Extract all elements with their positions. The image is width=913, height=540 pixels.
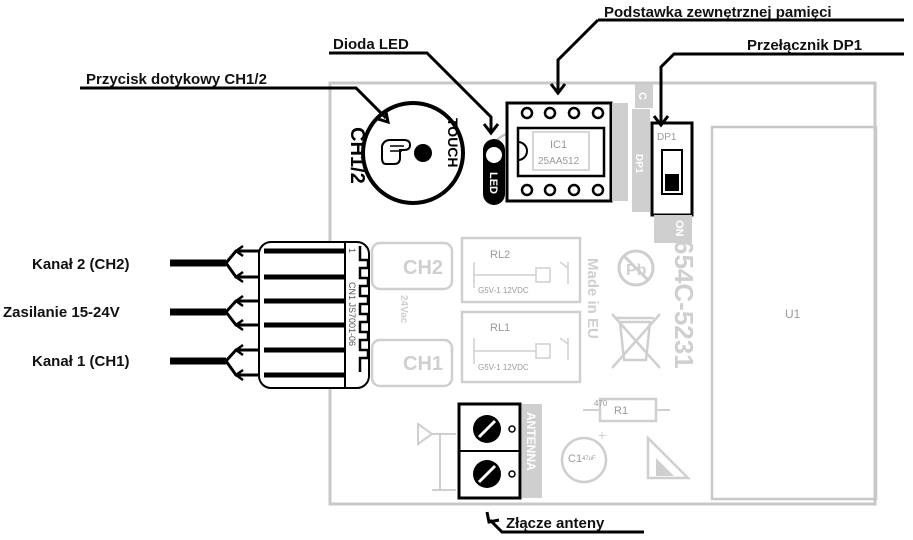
ch2-label: CH2 xyxy=(403,257,443,279)
leader-memory-socket xyxy=(549,18,904,96)
ic1-label: IC1 xyxy=(550,139,567,151)
leader-led xyxy=(329,51,500,136)
dp1-on-label: ON xyxy=(673,220,685,237)
ch12-label: CH1/2 xyxy=(346,127,368,184)
rl2-spec: G5V-1 12VDC xyxy=(478,286,529,295)
antenna-symbol-icon xyxy=(417,422,456,491)
relay-rl2: RL2 G5V-1 12VDC xyxy=(460,236,582,304)
callout-ch2: Kanał 2 (CH2) xyxy=(32,256,130,273)
leader-dp1 xyxy=(652,52,904,128)
dp1-switch: C DP1 DP1 ON xyxy=(632,84,694,243)
lead-free-icon: Pb xyxy=(617,249,655,287)
made-in-label: Made in EU xyxy=(584,258,601,339)
voltage-label: 24Vac xyxy=(398,295,409,324)
callout-touch: Przycisk dotykowy CH1/2 xyxy=(86,71,267,88)
dp1-side-label: DP1 xyxy=(633,154,644,174)
callout-power: Zasilanie 15-24V xyxy=(3,304,120,321)
svg-text:Pb: Pb xyxy=(626,262,647,279)
svg-text:+: + xyxy=(598,427,606,443)
ch2-pad: CH2 xyxy=(370,241,454,291)
leader-channels xyxy=(170,244,260,382)
dp1-top-label: DP1 xyxy=(657,132,677,143)
antenna-board-label: ANTENNA xyxy=(524,412,538,471)
antenna-terminal: ANTENNA xyxy=(457,402,542,500)
callout-led: Dioda LED xyxy=(333,36,409,53)
u1-module xyxy=(710,125,878,501)
ch1-pad: CH1 xyxy=(370,338,454,388)
r1-label: R1 xyxy=(614,405,628,417)
leader-touch xyxy=(80,86,390,125)
ic1-part: 25AA512 xyxy=(538,156,580,167)
finger-press-icon xyxy=(381,139,412,165)
connector-label: CN1 JS7001-06 xyxy=(347,282,357,346)
rl2-label: RL2 xyxy=(490,249,510,261)
rl1-spec: G5V-1 12VDC xyxy=(478,363,529,372)
capacitor-c1: + C1 47uF xyxy=(560,427,608,484)
c1-label: C1 xyxy=(568,453,582,465)
relay-rl1: RL1 G5V-1 12VDC xyxy=(460,310,582,384)
u1-label: U1 xyxy=(785,307,801,321)
connector-cn1: 1 CN1 JS7001-06 xyxy=(258,241,370,389)
callout-dp1: Przełącznik DP1 xyxy=(747,37,862,54)
resistor-r1: 470 R1 xyxy=(583,397,670,423)
callout-antenna: Złącze anteny xyxy=(506,515,605,532)
c1-value: 47uF xyxy=(582,456,596,462)
led-label: LED xyxy=(487,172,499,194)
rl1-label: RL1 xyxy=(490,322,510,334)
connector-pin1: 1 xyxy=(347,248,357,253)
model-number: 654C-5231 xyxy=(669,240,699,369)
r1-value: 470 xyxy=(594,399,608,408)
ch1-label: CH1 xyxy=(403,353,443,375)
c-partial-label: C xyxy=(636,92,648,100)
touch-button: TOUCH CH1/2 xyxy=(346,101,465,205)
memory-label: MEMORY xyxy=(613,110,625,160)
logo-triangle-icon xyxy=(646,434,692,480)
weee-bin-icon xyxy=(611,313,661,369)
leader-antenna xyxy=(485,511,644,534)
memory-socket: MEMORY IC1 25AA512 xyxy=(505,101,628,203)
callout-memory-socket: Podstawka zewnętrznej pamięci xyxy=(604,4,832,21)
touch-label: TOUCH xyxy=(445,118,461,168)
callout-ch1: Kanał 1 (CH1) xyxy=(32,353,130,370)
